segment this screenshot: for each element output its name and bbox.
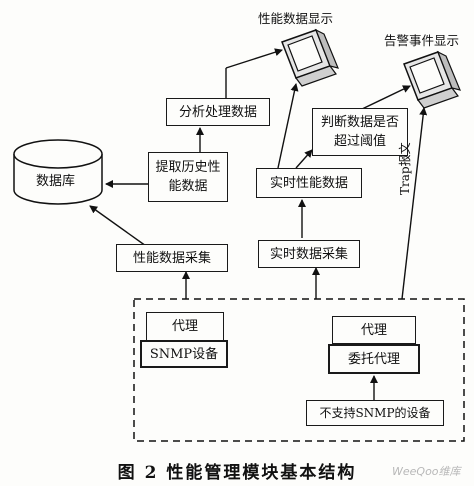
monitor-icon <box>281 28 340 87</box>
database-label: 数据库 <box>36 174 76 189</box>
device-region-border <box>133 298 465 442</box>
judge-threshold-box: 判断数据是否超过阈值 <box>312 108 408 156</box>
realtime-perf-data-box: 实时性能数据 <box>256 168 362 198</box>
proxy-agent-box: 委托代理 <box>328 344 420 374</box>
snmp-device-box: SNMP设备 <box>140 340 228 368</box>
figure-caption: 图 2 性能管理模块基本结构 <box>117 463 357 483</box>
perf-data-collect-box: 性能数据采集 <box>116 244 228 272</box>
monitor-label-right: 告警事件显示 <box>384 33 460 48</box>
monitor-icon <box>403 50 462 109</box>
agent-box-right: 代理 <box>332 316 416 344</box>
database-cylinder-icon <box>13 139 103 205</box>
non-snmp-device-box: 不支持SNMP的设备 <box>306 400 444 426</box>
trap-label: Trap报文 <box>398 142 412 195</box>
realtime-data-collect-box: 实时数据采集 <box>258 240 360 268</box>
monitor-label-left: 性能数据显示 <box>258 11 334 26</box>
analyze-data-box: 分析处理数据 <box>166 98 270 126</box>
agent-box-left: 代理 <box>146 312 224 340</box>
extract-history-box: 提取历史性能数据 <box>148 152 228 202</box>
watermark: WeeQoo维库 <box>392 465 461 478</box>
